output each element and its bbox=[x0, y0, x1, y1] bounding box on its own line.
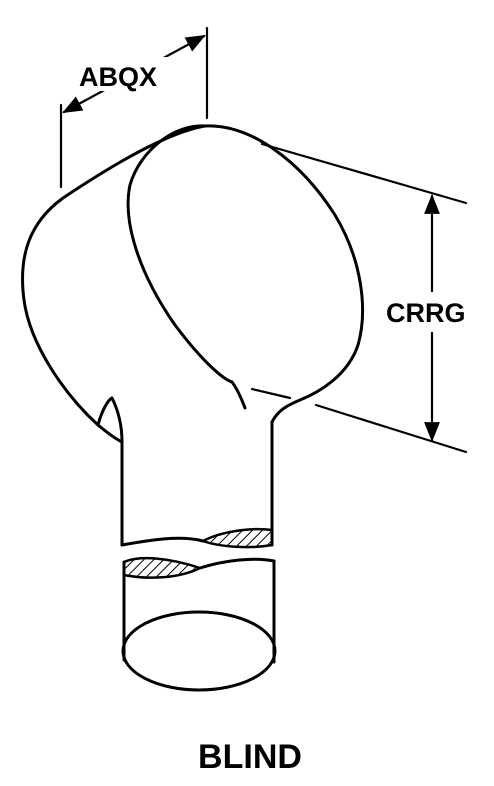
lower-break-line bbox=[198, 557, 276, 570]
abqx-label-bg bbox=[76, 57, 174, 91]
head-face-outline-right bbox=[203, 124, 364, 424]
lower-break-hatch bbox=[122, 556, 204, 579]
upper-break-hatch bbox=[199, 527, 274, 549]
caption: BLIND bbox=[198, 738, 302, 776]
head-side-outline bbox=[21, 124, 207, 444]
crrg-extension-bottom bbox=[314, 403, 468, 454]
crrg-hidden-segment bbox=[250, 387, 292, 400]
shank-end-face bbox=[121, 610, 277, 692]
crrg-label: CRRG bbox=[386, 298, 466, 328]
upper-break-line bbox=[120, 536, 205, 547]
crrg-label-bg bbox=[384, 292, 484, 332]
abqx-label: ABQX bbox=[79, 62, 157, 92]
head-notch bbox=[96, 396, 124, 444]
crrg-extension-top bbox=[260, 142, 468, 205]
head-face-outline bbox=[126, 124, 247, 410]
